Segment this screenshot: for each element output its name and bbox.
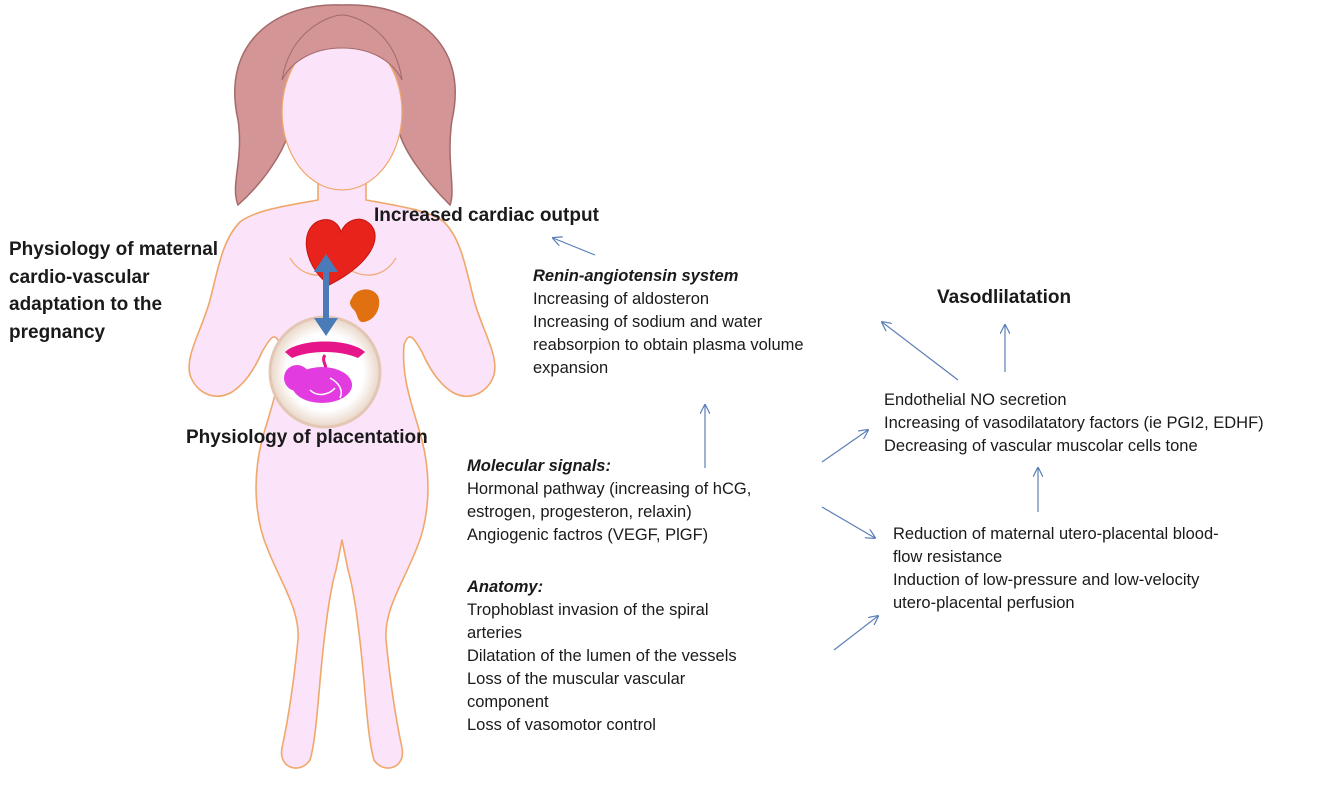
anatomy-line: Dilatation of the lumen of the vessels bbox=[467, 645, 737, 668]
figure-title: Physiology of maternal cardio-vascular a… bbox=[9, 236, 218, 346]
renin-heading: Renin-angiotensin system bbox=[533, 265, 804, 288]
anatomy-line: Loss of vasomotor control bbox=[467, 714, 737, 737]
title-line: pregnancy bbox=[9, 319, 218, 347]
title-line: Physiology of maternal bbox=[9, 236, 218, 264]
cardiac-output-label: Increased cardiac output bbox=[374, 205, 599, 227]
endothelial-block: Endothelial NO secretion Increasing of v… bbox=[884, 389, 1264, 458]
renin-line: Increasing of aldosteron bbox=[533, 288, 804, 311]
arrow-molecular-to-endothelial bbox=[822, 430, 868, 462]
molecular-heading: Molecular signals: bbox=[467, 455, 751, 478]
vasodilatation-label: Vasodlilatation bbox=[937, 287, 1071, 309]
reduction-block: Reduction of maternal utero-placental bl… bbox=[893, 523, 1219, 615]
reduction-line: Reduction of maternal utero-placental bl… bbox=[893, 523, 1219, 546]
arrow-endothelial-to-renin bbox=[882, 322, 958, 380]
molecular-line: Hormonal pathway (increasing of hCG, bbox=[467, 478, 751, 501]
anatomy-heading: Anatomy: bbox=[467, 576, 737, 599]
endothelial-line: Increasing of vasodilatatory factors (ie… bbox=[884, 412, 1264, 435]
renin-block: Renin-angiotensin system Increasing of a… bbox=[533, 265, 804, 380]
molecular-line: estrogen, progesteron, relaxin) bbox=[467, 501, 751, 524]
endothelial-line: Endothelial NO secretion bbox=[884, 389, 1264, 412]
anatomy-line: Loss of the muscular vascular bbox=[467, 668, 737, 691]
reduction-line: utero-placental perfusion bbox=[893, 592, 1219, 615]
placentation-label: Physiology of placentation bbox=[186, 427, 428, 449]
reduction-line: Induction of low-pressure and low-veloci… bbox=[893, 569, 1219, 592]
arrow-renin-to-cardiac bbox=[553, 238, 595, 255]
renin-line: reabsorpion to obtain plasma volume bbox=[533, 334, 804, 357]
arrow-anatomy-to-reduction bbox=[834, 616, 878, 650]
arrow-molecular-to-reduction bbox=[822, 507, 875, 538]
title-line: cardio-vascular bbox=[9, 264, 218, 292]
renin-line: Increasing of sodium and water bbox=[533, 311, 804, 334]
endothelial-line: Decreasing of vascular muscolar cells to… bbox=[884, 435, 1264, 458]
title-line: adaptation to the bbox=[9, 291, 218, 319]
anatomy-block: Anatomy: Trophoblast invasion of the spi… bbox=[467, 576, 737, 737]
renin-line: expansion bbox=[533, 357, 804, 380]
anatomy-line: component bbox=[467, 691, 737, 714]
anatomy-line: arteries bbox=[467, 622, 737, 645]
anatomy-line: Trophoblast invasion of the spiral bbox=[467, 599, 737, 622]
molecular-line: Angiogenic factros (VEGF, PlGF) bbox=[467, 524, 751, 547]
reduction-line: flow resistance bbox=[893, 546, 1219, 569]
molecular-block: Molecular signals: Hormonal pathway (inc… bbox=[467, 455, 751, 547]
